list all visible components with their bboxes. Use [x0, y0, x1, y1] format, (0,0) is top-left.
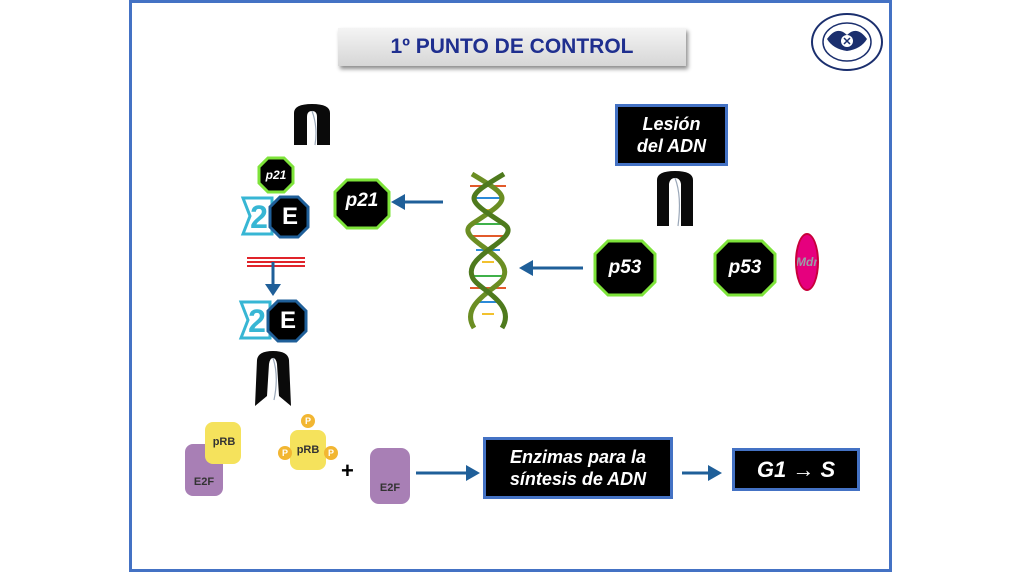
cdk-label: 2 — [250, 199, 268, 235]
g1-s-transition-box: G1 → S — [732, 448, 860, 491]
enzymes-box: Enzimas para la síntesis de ADN — [483, 437, 673, 499]
cap-protein-top-icon — [294, 104, 330, 146]
phosphate-icon: P — [324, 446, 338, 460]
arrow-to-g1s-icon — [682, 465, 722, 481]
cap-protein-right-icon — [657, 171, 693, 227]
arrow-to-dna-icon — [519, 260, 583, 276]
p21-small: p21 — [257, 156, 295, 194]
arrow-to-enzymes-icon — [416, 465, 480, 481]
e2f-label-1: E2F — [193, 476, 215, 488]
phosphate-icon: P — [278, 446, 292, 460]
dna-helix-icon — [465, 172, 511, 330]
p21-large: p21 — [333, 178, 391, 230]
slide-title: 1º PUNTO DE CONTROL — [338, 28, 686, 66]
p21-large-label: p21 — [345, 190, 379, 211]
p53-right-label: p53 — [728, 257, 762, 278]
p53-right: p53 — [713, 239, 777, 297]
inhibition-bar-icon — [247, 257, 305, 267]
cdk2-cyclin-e-complex: 2 E — [240, 194, 312, 240]
e2f-free: E2F — [370, 448, 410, 504]
p53-left: p53 — [593, 239, 657, 297]
plus-sign: + — [341, 458, 354, 483]
prb-shape-2 — [290, 430, 326, 470]
prb-label-2: pRB — [296, 444, 320, 456]
prb-e2f-complex: pRB E2F — [183, 420, 243, 498]
down-arrow-icon — [265, 262, 281, 296]
cap-protein-bottom-icon — [255, 351, 291, 406]
phosphate-icon: P — [301, 414, 315, 428]
cdk-label-2: 2 — [248, 303, 266, 339]
mdm-label: Mdm — [796, 255, 817, 269]
p53-left-label: p53 — [608, 257, 642, 278]
prb-shape-1 — [205, 422, 241, 464]
arrow-to-p21-icon — [391, 194, 443, 210]
e2f-label-2: E2F — [379, 482, 401, 494]
cyclin-label: E — [281, 203, 298, 230]
university-seal-icon — [811, 13, 883, 71]
dna-damage-box: Lesión del ADN — [615, 104, 728, 166]
prb-label-1: pRB — [212, 436, 236, 448]
mdm-oval: Mdm — [795, 233, 819, 291]
p21-small-label: p21 — [265, 168, 287, 182]
cdk2-cyclin-e-complex-active: 2 E — [238, 298, 310, 344]
phosphorylated-prb: pRB P P P — [276, 414, 340, 474]
cyclin-label-2: E — [279, 307, 296, 334]
